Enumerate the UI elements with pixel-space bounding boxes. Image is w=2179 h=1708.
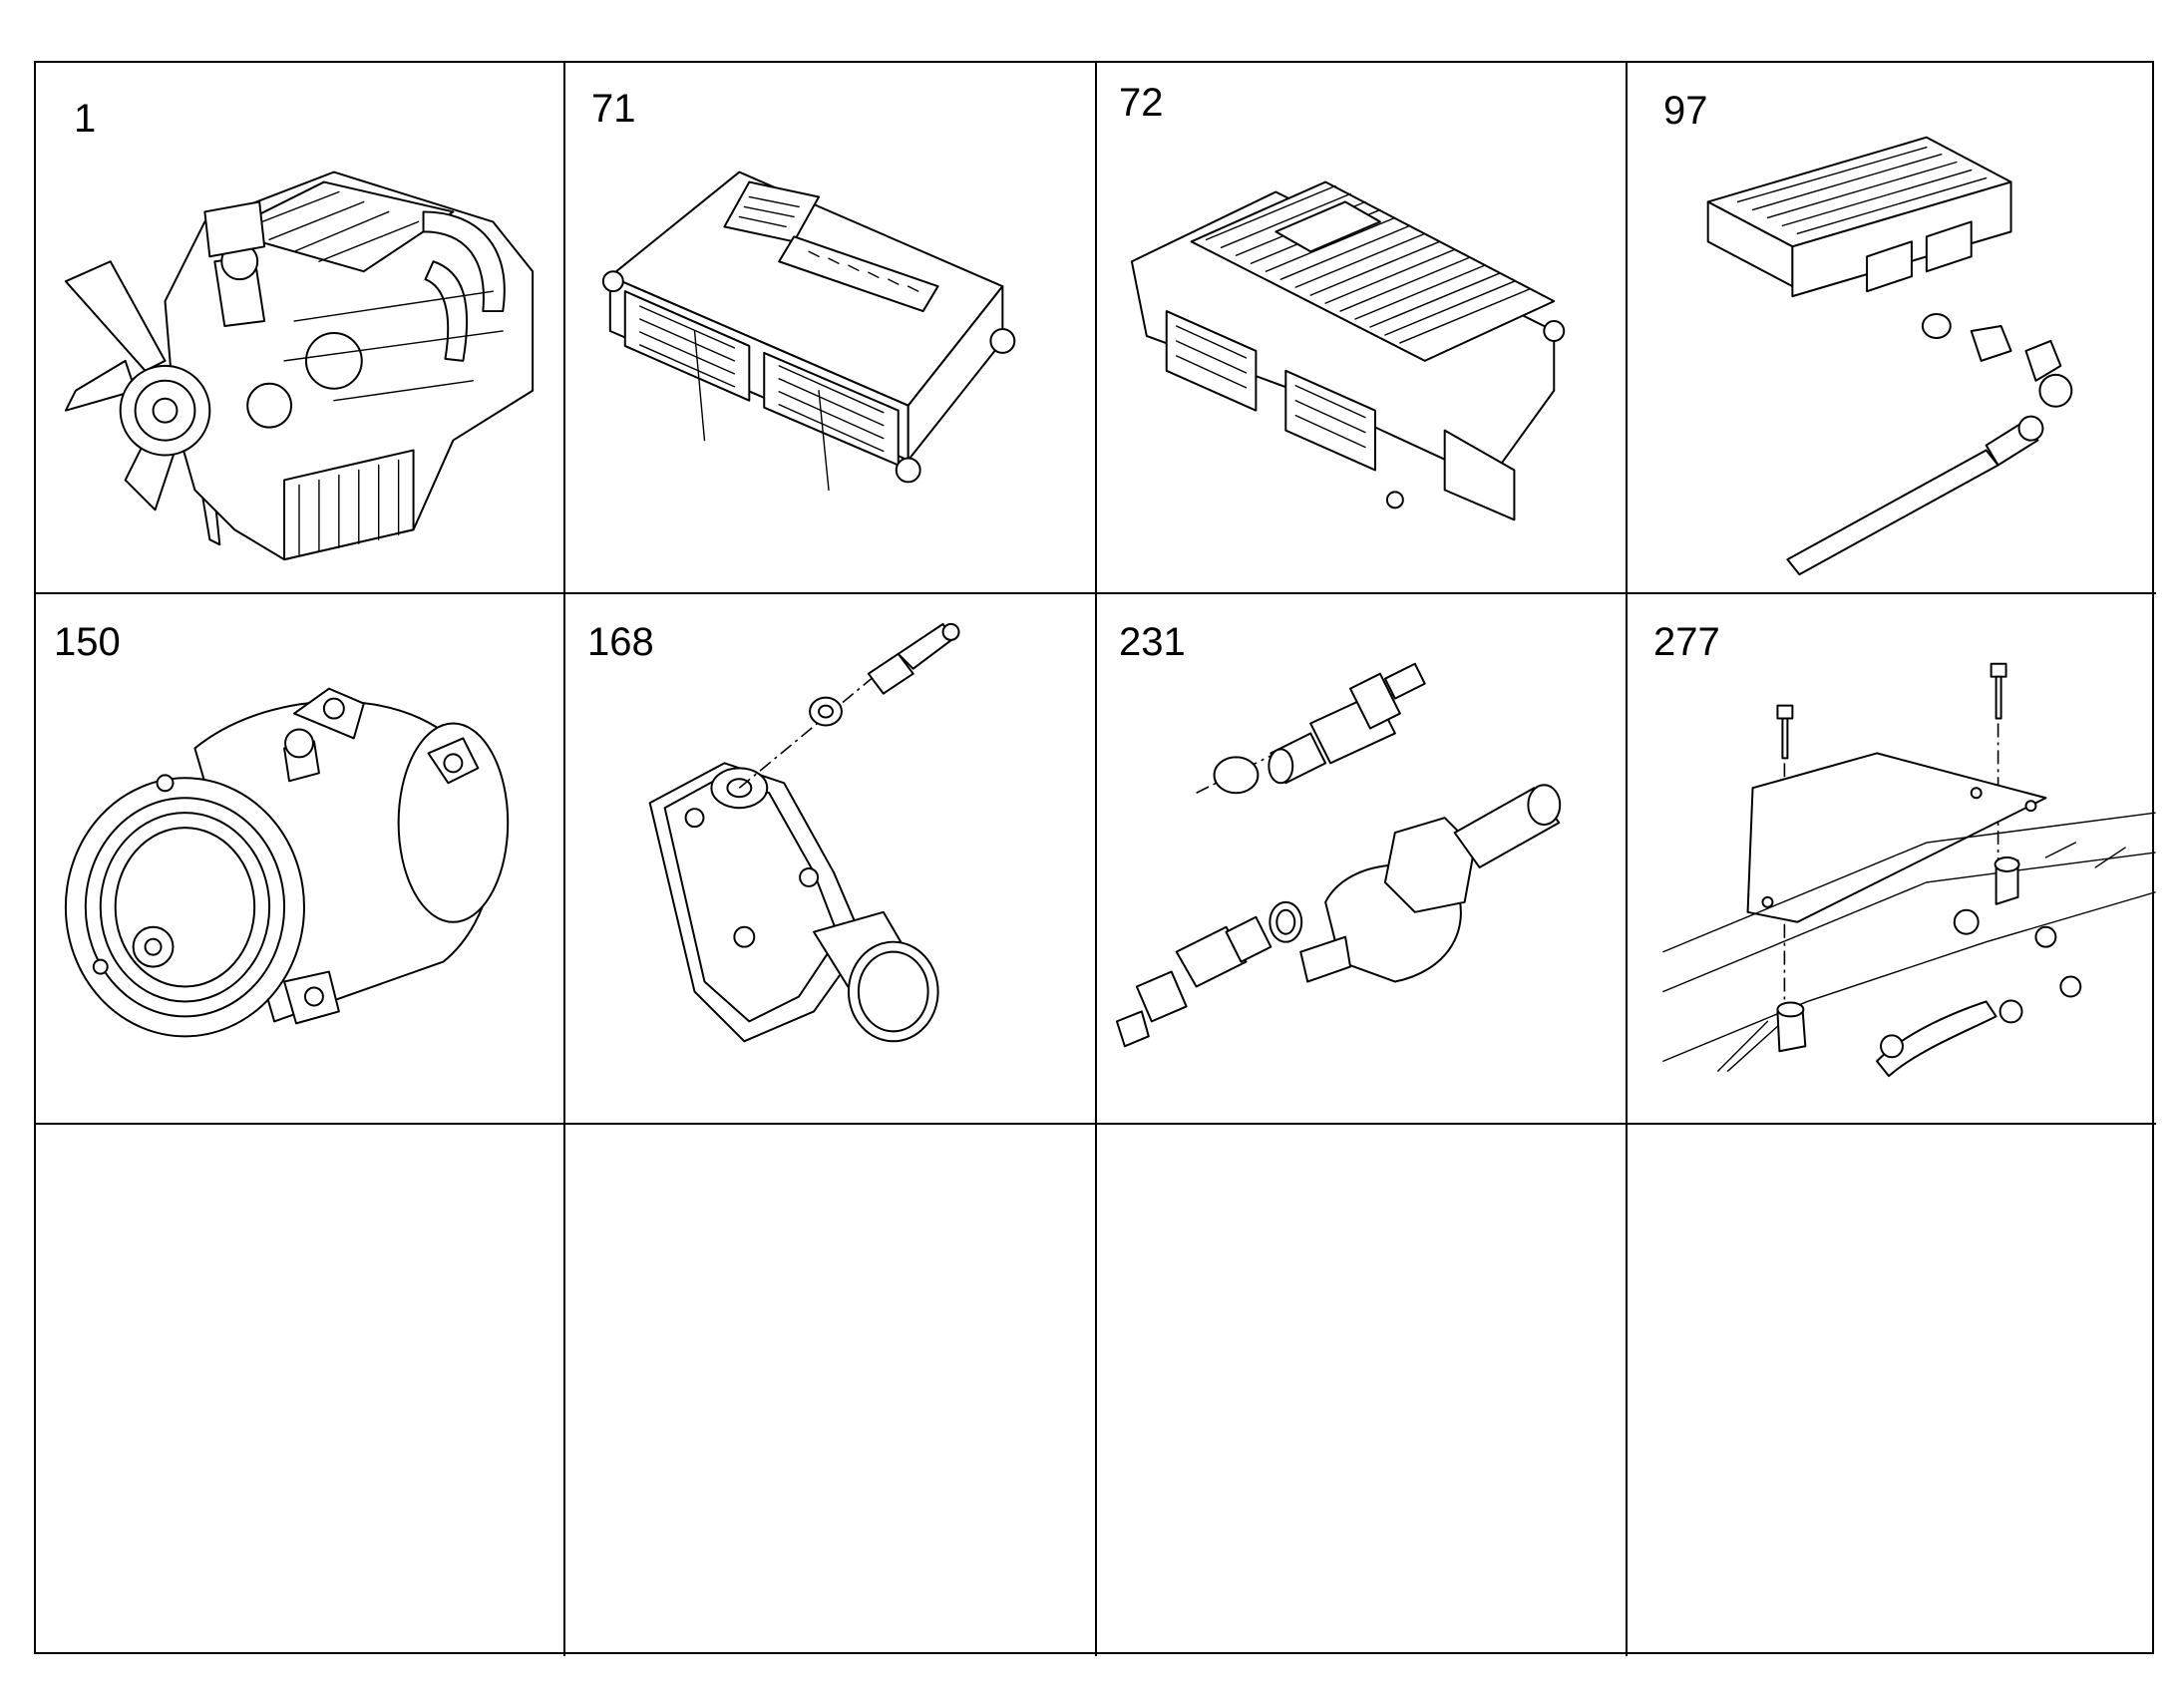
parts-grid: 1 — [34, 61, 2156, 1656]
part-cell-71[interactable]: 71 — [565, 63, 1097, 594]
part-number: 71 — [591, 87, 636, 131]
thermostat-housing-illustration — [648, 622, 960, 1043]
part-cell-1[interactable]: 1 — [36, 63, 565, 594]
control-unit-illustration — [1130, 180, 1566, 521]
part-number: 168 — [587, 620, 654, 664]
empty-cell — [1097, 1125, 1628, 1656]
part-number: 150 — [54, 620, 121, 664]
part-number: 1 — [74, 97, 97, 141]
part-cell-168[interactable]: 168 — [565, 594, 1097, 1125]
empty-cell — [1628, 1125, 2156, 1656]
control-unit-illustration — [601, 171, 1016, 492]
empty-cell — [565, 1125, 1097, 1656]
part-cell-150[interactable]: 150 — [36, 594, 565, 1125]
part-number: 97 — [1663, 89, 1708, 133]
part-cell-277[interactable]: 277 — [1628, 594, 2156, 1125]
ac-compressor-illustration — [64, 687, 510, 1038]
part-cell-72[interactable]: 72 — [1097, 63, 1628, 594]
sensor-switches-illustration — [1115, 662, 1562, 1048]
part-number: 231 — [1119, 620, 1186, 664]
mounting-plate-illustration — [1662, 662, 2156, 1078]
part-number: 72 — [1119, 81, 1164, 125]
control-unit-with-hose-illustration — [1706, 136, 2073, 576]
part-number: 277 — [1653, 620, 1720, 664]
part-cell-97[interactable]: 97 — [1628, 63, 2156, 594]
engine-illustration — [64, 171, 535, 561]
empty-cell — [36, 1125, 565, 1656]
part-cell-231[interactable]: 231 — [1097, 594, 1628, 1125]
